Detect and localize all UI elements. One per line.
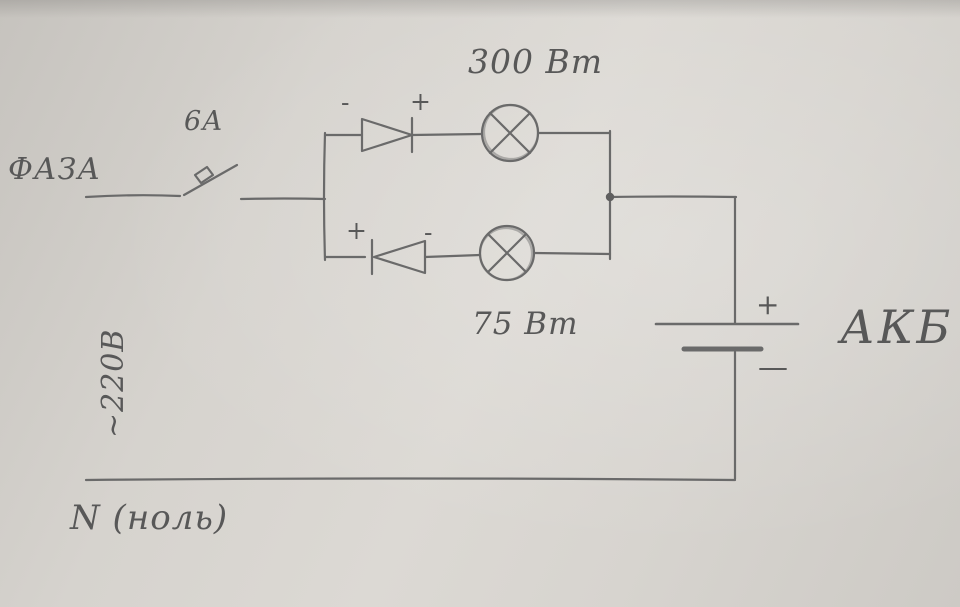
diode-top-icon [360, 117, 414, 153]
lamp-bottom-cross [486, 232, 528, 274]
lamp-bottom-icon-overdraw [478, 226, 534, 282]
wire-bottom-right [532, 251, 612, 256]
bottom-diode-plus-sign: + [346, 216, 367, 245]
neutral-label: N (ноль) [70, 498, 229, 538]
wire-bottom-mid [423, 253, 482, 259]
wire-phase-in [84, 194, 182, 199]
diode-bottom-icon [372, 239, 427, 275]
mains-voltage-label: ~220В [96, 328, 131, 438]
wire-to-battery [608, 195, 738, 199]
phase-label: ФАЗА [8, 152, 102, 187]
fuse-rating-label: 6А [184, 106, 224, 137]
battery-minus-sign: — [758, 350, 788, 385]
wire-top-mid [410, 132, 484, 137]
bottom-diode-minus-sign: - [424, 218, 433, 247]
fuse-body-icon [193, 165, 215, 185]
wire-neutral [84, 477, 737, 482]
battery-label: АКБ [840, 300, 954, 354]
battery-plus-sign: + [756, 288, 780, 321]
bus-left [322, 131, 327, 262]
top-diode-plus-sign: + [410, 87, 431, 116]
wire-switch-to-bus [239, 197, 327, 201]
top-diode-minus-sign: - [341, 88, 350, 117]
junction-dot [605, 192, 615, 202]
switch-blade [182, 163, 239, 197]
bottom-lamp-power-label: 75 Вт [472, 306, 579, 342]
lamp-top-cross [488, 111, 532, 155]
top-lamp-power-label: 300 Вт [468, 42, 604, 81]
